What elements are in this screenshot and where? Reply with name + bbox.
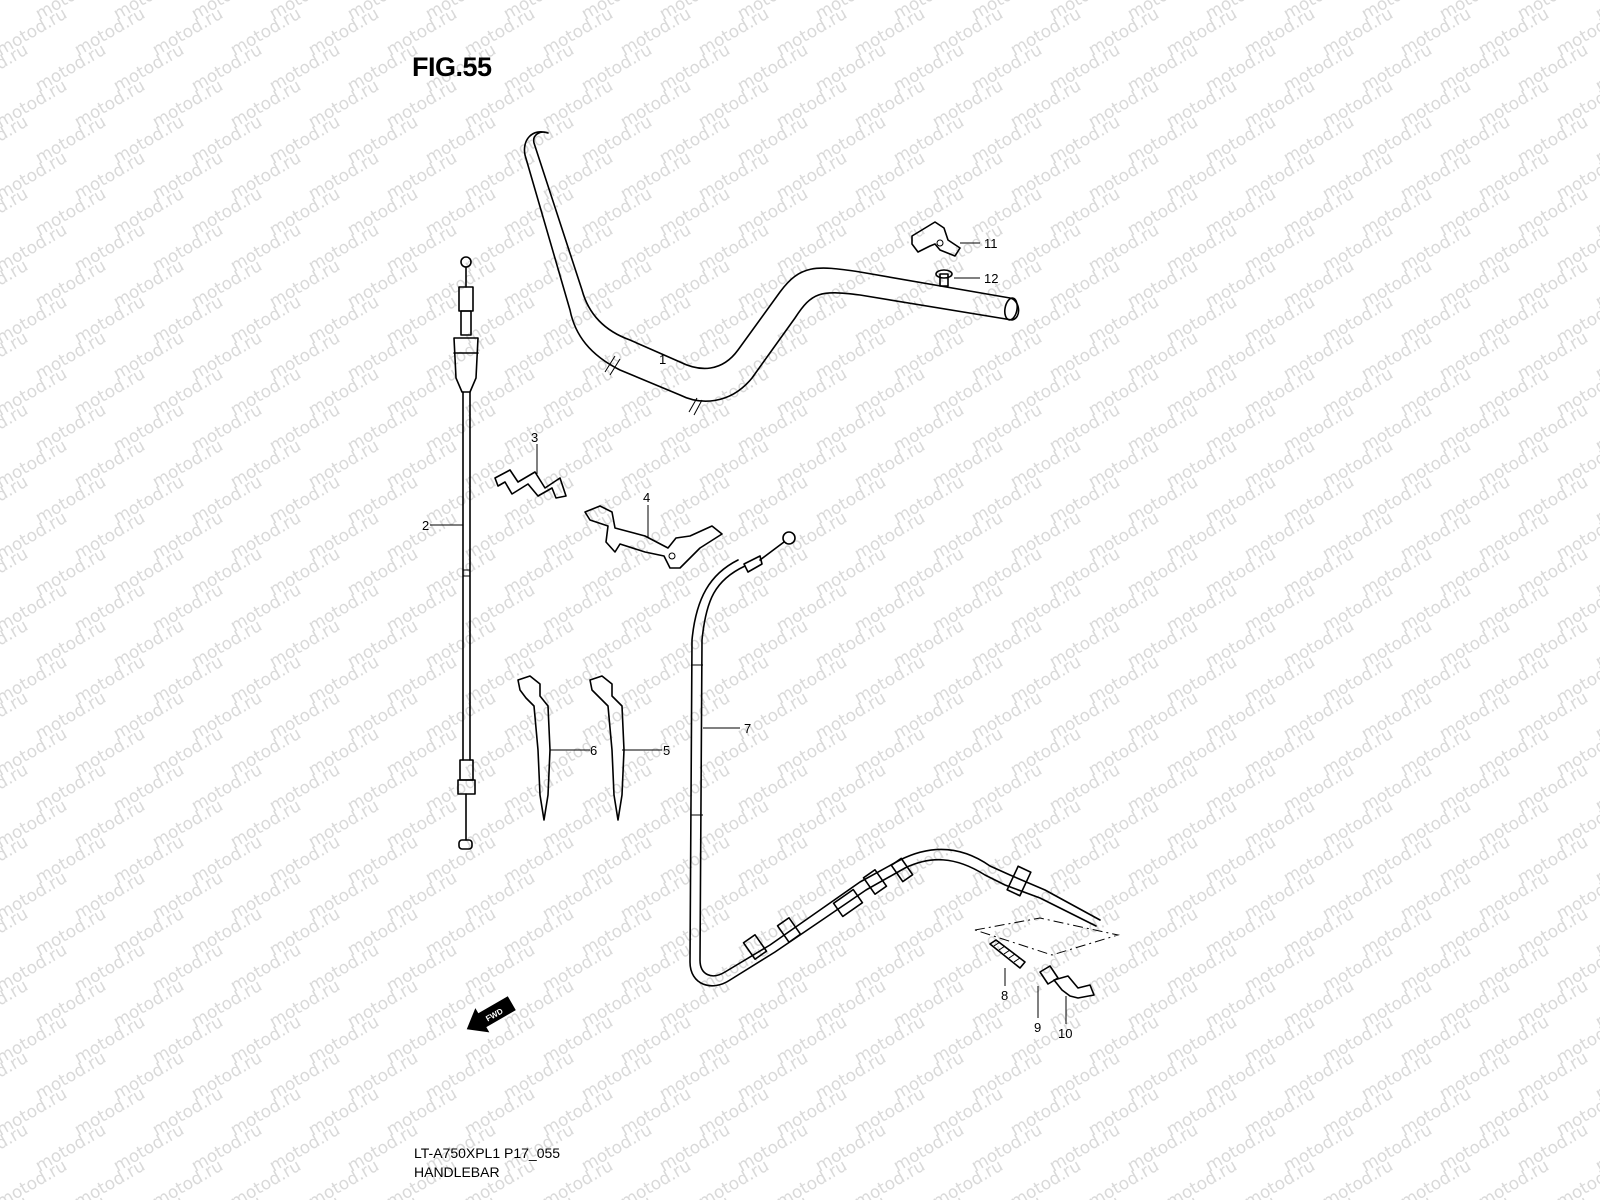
watermark-text: motod.ru: [1085, 1156, 1163, 1200]
watermark-text: motod.ru: [929, 1156, 1007, 1200]
model-code: LT-A750XPL1 P17_055: [414, 1145, 561, 1161]
callout-10: 10: [1058, 1026, 1072, 1041]
watermark-text: motod.ru: [1319, 1156, 1397, 1200]
watermark-text: motod.ru: [227, 1156, 305, 1200]
watermark-text: motod.ru: [1163, 1156, 1241, 1200]
watermark-text: motod.ru: [695, 1156, 773, 1200]
watermark-text: motod.ru: [1475, 1156, 1553, 1200]
watermark-text: motod.ru: [305, 1156, 383, 1200]
callout-6: 6: [590, 743, 597, 758]
callout-4: 4: [643, 490, 650, 505]
callout-12: 12: [984, 271, 998, 286]
callout-3: 3: [531, 430, 538, 445]
figure-name: HANDLEBAR: [414, 1164, 500, 1180]
watermark-text: motod.ru: [1007, 1156, 1085, 1200]
callout-9: 9: [1034, 1020, 1041, 1035]
watermark-text: motod.ru: [1397, 1156, 1475, 1200]
watermark-text: motod.ru: [1241, 1156, 1319, 1200]
watermark-text: motod.ru: [773, 1156, 851, 1200]
watermark-text: motod.ru: [851, 1156, 929, 1200]
callout-5: 5: [663, 743, 670, 758]
watermark-text: motod.ru: [0, 0, 32, 24]
callout-1: 1: [659, 352, 666, 367]
figure-title: FIG.55: [412, 52, 492, 82]
callout-2: 2: [422, 518, 429, 533]
watermark-text: motod.ru: [1592, 0, 1600, 24]
callout-8: 8: [1001, 988, 1008, 1003]
figure-footer: LT-A750XPL1 P17_055 HANDLEBAR: [414, 1144, 560, 1182]
callout-11: 11: [984, 236, 998, 251]
callout-7: 7: [744, 721, 751, 736]
watermark-text: motod.ru: [1553, 1156, 1600, 1200]
watermark-text: motod.ru: [617, 1156, 695, 1200]
watermark-text: motod.ru: [71, 1156, 149, 1200]
watermark-text: motod.ru: [149, 1156, 227, 1200]
